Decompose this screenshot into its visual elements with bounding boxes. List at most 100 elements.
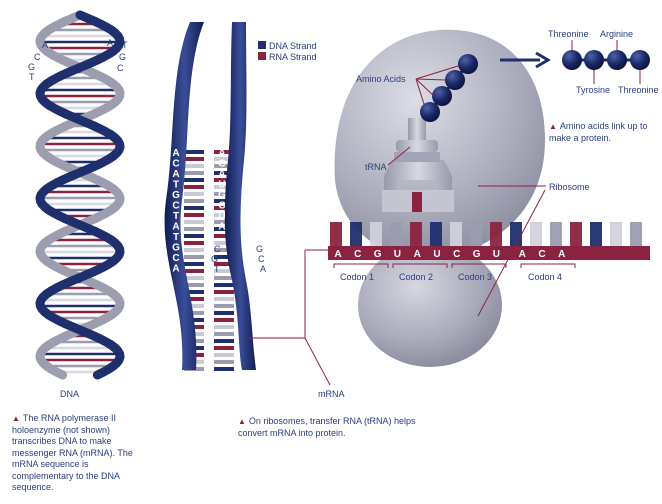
mrna-base: A — [414, 249, 421, 260]
strand-rung — [214, 297, 234, 301]
strand-rung — [214, 290, 234, 294]
protein-bead — [607, 50, 627, 70]
strand-base: C — [218, 159, 225, 170]
mrna-base: A — [334, 249, 341, 260]
fork-base: T — [214, 264, 220, 274]
strand-base: G — [245, 201, 253, 212]
mrna-base: G — [374, 249, 382, 260]
amino-acid-name: Threonine — [548, 29, 589, 39]
strand-base: T — [173, 232, 179, 243]
strand-base: C — [245, 190, 252, 201]
dna-caption-text: The RNA polymerase II holoenzyme (not sh… — [12, 413, 133, 492]
amino-acid-caption-text: Amino acids link up to make a protein. — [549, 121, 647, 143]
mrna-base: C — [354, 249, 361, 260]
strand-rung — [214, 346, 234, 350]
strand-rung — [184, 262, 204, 266]
mrna-rung — [550, 222, 562, 246]
mrna-rung — [490, 222, 502, 246]
strand-rung — [214, 339, 234, 343]
strand-base: G — [172, 243, 180, 254]
mrna-connector — [248, 250, 305, 338]
strand-rung — [184, 248, 204, 252]
codon-label: Codon 4 — [528, 272, 562, 282]
strand-rung — [184, 213, 204, 217]
mrna-label: mRNA — [318, 389, 345, 399]
mrna-rung — [610, 222, 622, 246]
dna-caption: ▲The RNA polymerase II holoenzyme (not s… — [12, 413, 147, 494]
strand-base: C — [172, 253, 179, 264]
mrna-base: C — [538, 249, 545, 260]
strand-base: U — [218, 211, 225, 222]
amino-acid-name: Tyrosine — [576, 85, 610, 95]
strand-base: A — [172, 222, 179, 233]
amino-acid-bead — [420, 102, 440, 122]
legend: DNA Strand RNA Strand — [258, 41, 317, 62]
codon-label: Codon 3 — [458, 272, 492, 282]
strand-base: G — [218, 190, 226, 201]
strand-base: G — [172, 190, 180, 201]
legend-rna-swatch — [258, 52, 266, 60]
caption-triangle-icon: ▲ — [238, 417, 246, 426]
strand-rung — [214, 318, 234, 322]
dna-strand-bases: ACATGCTATGCA — [172, 148, 180, 275]
mrna-rung — [410, 222, 422, 246]
amino-acids-label: Amino Acids — [356, 74, 406, 84]
strand-rung — [184, 178, 204, 182]
strand-rung — [184, 185, 204, 189]
ribosome-label: Ribosome — [549, 182, 590, 192]
mrna-base: U — [394, 249, 401, 260]
strand-rung — [214, 367, 234, 371]
strand-base: T — [173, 180, 179, 191]
helix-base: T — [29, 72, 35, 82]
strand-rung — [184, 157, 204, 161]
strand-rung — [184, 171, 204, 175]
mrna-base: G — [473, 249, 481, 260]
mrna-rung — [350, 222, 362, 246]
strand-base: A — [218, 169, 225, 180]
mrna-base: U — [433, 249, 440, 260]
mrna-rung — [390, 222, 402, 246]
helix-base: T — [122, 40, 128, 50]
fork-base: G — [256, 244, 263, 254]
helix-base: G — [28, 62, 35, 72]
helix-base: G — [119, 52, 126, 62]
trna-neck — [394, 152, 440, 162]
dna-label: DNA — [60, 389, 79, 399]
legend-rna-label: RNA Strand — [269, 52, 317, 62]
strand-base: U — [218, 180, 225, 191]
mrna-base: A — [519, 249, 526, 260]
strand-base: A — [172, 148, 179, 159]
ribosome-caption-text: On ribosomes, transfer RNA (tRNA) helps … — [238, 416, 415, 438]
strand-rung — [184, 241, 204, 245]
mrna-rung — [470, 222, 482, 246]
strand-rung — [184, 199, 204, 203]
dna-double-helix — [40, 15, 120, 375]
strand-rung — [184, 234, 204, 238]
strand-rung — [184, 164, 204, 168]
fork-base: A — [260, 264, 266, 274]
protein-bead — [562, 50, 582, 70]
strand-rung — [214, 276, 234, 280]
mrna-rung — [430, 222, 442, 246]
strand-rung — [214, 304, 234, 308]
strand-base: T — [173, 211, 179, 222]
strand-base: C — [172, 159, 179, 170]
mrna-base: U — [493, 249, 500, 260]
strand-rung — [214, 332, 234, 336]
trna-arm — [396, 140, 438, 152]
amino-acid-name: Threonine — [618, 85, 659, 95]
trna-anticodon-mark — [412, 192, 422, 212]
mrna-pointer — [305, 338, 330, 385]
strand-base: A — [172, 169, 179, 180]
fork-base: C — [214, 244, 221, 254]
protein-bead — [584, 50, 604, 70]
strand-base: T — [246, 222, 252, 233]
strand-base: A — [172, 264, 179, 275]
strand-rung — [214, 283, 234, 287]
amino-acid-name: Arginine — [600, 29, 633, 39]
mrna-rung — [570, 222, 582, 246]
mrna-rung — [510, 222, 522, 246]
helix-base: C — [117, 63, 124, 73]
